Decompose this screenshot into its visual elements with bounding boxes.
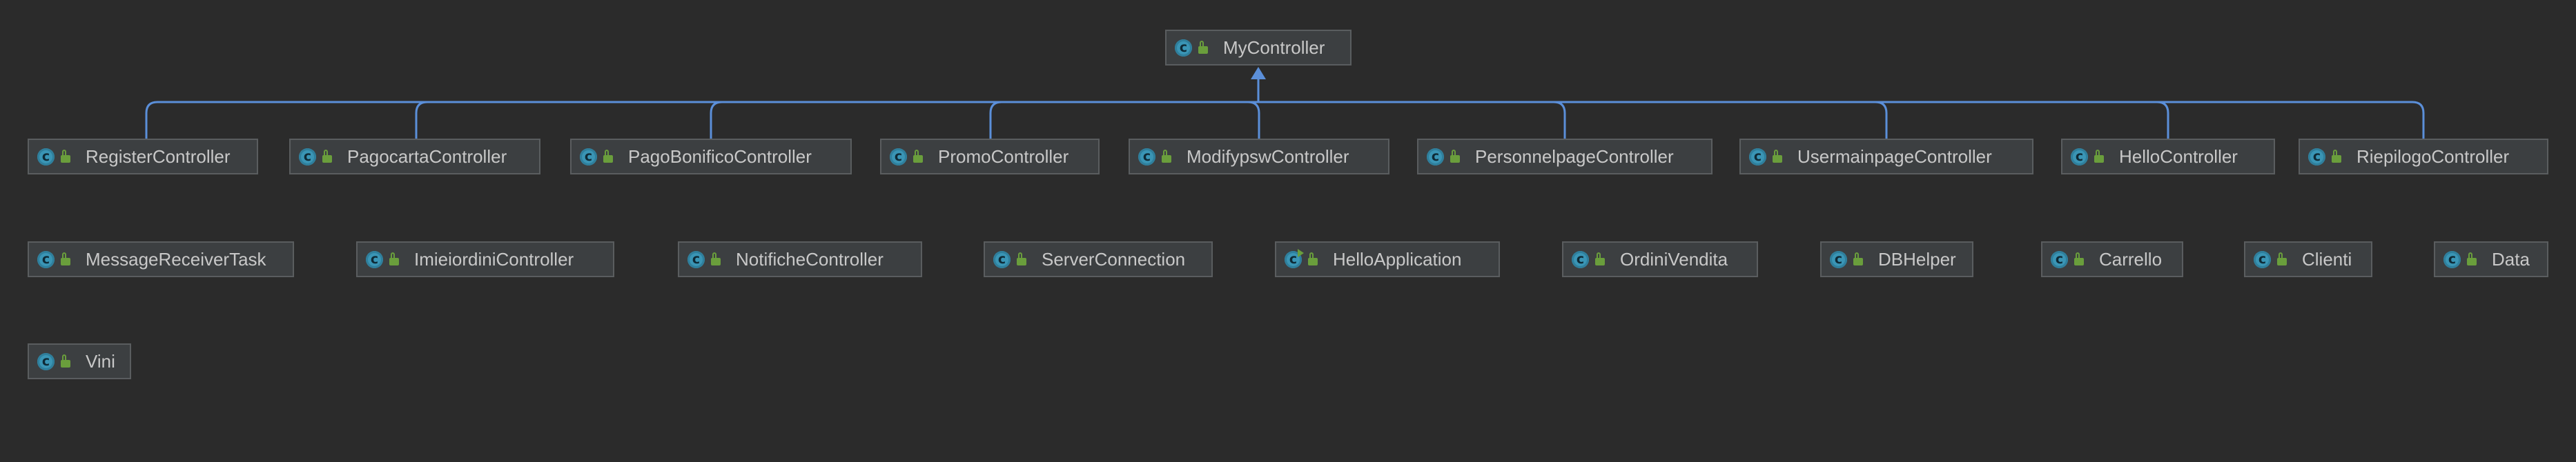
public-visibility-icon — [389, 252, 399, 265]
inheritance-edge — [710, 101, 723, 139]
class-name: OrdiniVendita — [1620, 248, 1728, 270]
inheritance-edge — [1875, 101, 1888, 139]
class-icon — [2443, 250, 2461, 268]
inheritance-bus-line — [145, 101, 2425, 139]
class-node-messagereceivertask[interactable]: MessageReceiverTask — [28, 241, 294, 277]
class-name: Vini — [86, 350, 115, 372]
class-icon — [993, 250, 1011, 268]
public-visibility-icon — [1595, 252, 1605, 265]
public-visibility-icon — [1017, 252, 1026, 265]
class-icon — [37, 148, 55, 165]
class-node-clienti[interactable]: Clienti — [2244, 241, 2372, 277]
runnable-class-icon — [1285, 248, 1304, 268]
public-visibility-icon — [2094, 149, 2104, 163]
public-visibility-icon — [603, 149, 613, 163]
class-node-data[interactable]: Data — [2434, 241, 2548, 277]
class-icon — [890, 148, 907, 165]
public-visibility-icon — [711, 252, 721, 265]
class-node-helloapplication[interactable]: HelloApplication — [1275, 241, 1500, 277]
public-visibility-icon — [2332, 149, 2341, 163]
class-name: RegisterController — [86, 145, 231, 167]
inheritance-edge — [415, 101, 428, 139]
public-visibility-icon — [2277, 252, 2287, 265]
inheritance-edge — [989, 101, 1002, 139]
class-icon — [580, 148, 597, 165]
class-name: DBHelper — [1878, 248, 1956, 270]
class-icon — [37, 250, 55, 268]
class-name: ServerConnection — [1042, 248, 1186, 270]
inheritance-edge — [1553, 101, 1566, 139]
class-node-imieiordinicontroller[interactable]: ImieiordiniController — [356, 241, 614, 277]
class-icon — [687, 250, 705, 268]
class-node-notifichecontroller[interactable]: NotificheController — [678, 241, 922, 277]
class-icon — [2051, 250, 2068, 268]
class-node-registercontroller[interactable]: RegisterController — [28, 139, 258, 174]
class-name: ImieiordiniController — [414, 248, 574, 270]
public-visibility-icon — [913, 149, 923, 163]
class-node-promocontroller[interactable]: PromoController — [880, 139, 1100, 174]
class-name: PagoBonificoController — [628, 145, 812, 167]
class-name: NotificheController — [736, 248, 884, 270]
inheritance-edge — [1247, 101, 1260, 139]
public-visibility-icon — [61, 149, 70, 163]
class-icon — [1175, 39, 1192, 57]
class-node-pagobonificocontroller[interactable]: PagoBonificoController — [570, 139, 852, 174]
class-node-riepilogocontroller[interactable]: RiepilogoController — [2299, 139, 2548, 174]
class-name: RiepilogoController — [2357, 145, 2510, 167]
class-node-ordinivendita[interactable]: OrdiniVendita — [1562, 241, 1758, 277]
class-icon — [1749, 148, 1766, 165]
class-node-usermainpagecontroller[interactable]: UsermainpageController — [1739, 139, 2033, 174]
public-visibility-icon — [1450, 149, 1460, 163]
class-name: ModifypswController — [1187, 145, 1349, 167]
inheritance-arrowhead — [1251, 67, 1266, 79]
public-visibility-icon — [1162, 149, 1171, 163]
class-name: MessageReceiverTask — [86, 248, 266, 270]
class-icon — [2308, 148, 2325, 165]
class-name: PagocartaController — [347, 145, 507, 167]
public-visibility-icon — [1308, 252, 1318, 265]
class-icon — [1427, 148, 1444, 165]
class-icon — [299, 148, 316, 165]
class-node-serverconnection[interactable]: ServerConnection — [984, 241, 1213, 277]
class-icon — [37, 352, 55, 370]
class-name: HelloApplication — [1333, 248, 1462, 270]
public-visibility-icon — [1198, 40, 1208, 54]
class-node-vini[interactable]: Vini — [28, 343, 131, 379]
class-name: UsermainpageController — [1797, 145, 1992, 167]
public-visibility-icon — [2467, 252, 2477, 265]
public-visibility-icon — [1773, 149, 1782, 163]
class-icon — [2254, 250, 2271, 268]
class-icon — [1572, 250, 1589, 268]
class-node-pagocartacontroller[interactable]: PagocartaController — [289, 139, 540, 174]
class-name: MyController — [1223, 37, 1325, 58]
class-icon — [1830, 250, 1847, 268]
class-name: HelloController — [2119, 145, 2238, 167]
public-visibility-icon — [61, 354, 70, 368]
public-visibility-icon — [322, 149, 332, 163]
class-icon — [2071, 148, 2088, 165]
class-name: Data — [2492, 248, 2530, 270]
class-node-modifypswcontroller[interactable]: ModifypswController — [1129, 139, 1389, 174]
class-node-carrello[interactable]: Carrello — [2041, 241, 2183, 277]
class-name: Clienti — [2302, 248, 2352, 270]
class-node-mycontroller[interactable]: MyController — [1165, 30, 1352, 66]
public-visibility-icon — [2074, 252, 2084, 265]
inheritance-edge — [2156, 101, 2169, 139]
class-icon — [1138, 148, 1155, 165]
public-visibility-icon — [1853, 252, 1863, 265]
class-node-personnelpagecontroller[interactable]: PersonnelpageController — [1417, 139, 1713, 174]
class-name: PromoController — [938, 145, 1069, 167]
class-name: PersonnelpageController — [1475, 145, 1674, 167]
class-icon — [366, 250, 383, 268]
public-visibility-icon — [61, 252, 70, 265]
class-name: Carrello — [2099, 248, 2163, 270]
class-node-hellocontroller[interactable]: HelloController — [2061, 139, 2275, 174]
class-node-dbhelper[interactable]: DBHelper — [1820, 241, 1973, 277]
